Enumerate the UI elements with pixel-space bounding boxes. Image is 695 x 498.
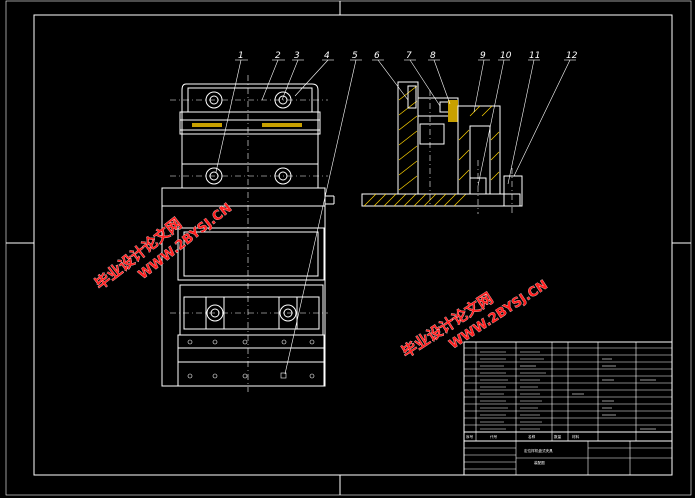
sheet-outer-border — [5, 0, 692, 496]
header-qty: 数量 — [554, 434, 562, 439]
callout-4: 4 — [324, 51, 330, 61]
drawing-title: 定位样机盘式夹具 — [524, 448, 553, 453]
callout-5: 5 — [352, 51, 358, 61]
callout-leaders — [215, 59, 576, 375]
callout-10: 10 — [500, 51, 512, 61]
callout-12: 12 — [566, 51, 578, 61]
header-code: 代号 — [490, 434, 498, 439]
callout-11: 11 — [529, 51, 540, 61]
callout-1: 1 — [238, 51, 244, 61]
callout-3: 3 — [294, 51, 300, 61]
center-marks — [6, 1, 691, 495]
header-material: 材料 — [572, 434, 580, 439]
header-name: 名称 — [528, 434, 536, 439]
drawing-subtitle: 装配图 — [534, 460, 545, 465]
watermark-left: 毕业设计论文网 WWW.2BYSJ.CN — [91, 200, 235, 293]
parts-list: 序号 代号 名称 数量 材料 定位样机盘式夹具 装配图 — [463, 341, 673, 476]
callout-8: 8 — [430, 51, 436, 61]
callout-2: 2 — [275, 51, 281, 61]
front-view — [161, 75, 335, 392]
sheet-inner-border — [33, 14, 673, 476]
callout-9: 9 — [480, 51, 486, 61]
callout-6: 6 — [374, 51, 380, 61]
header-no: 序号 — [466, 434, 474, 439]
callout-7: 7 — [406, 51, 412, 61]
side-view — [361, 81, 523, 214]
callout-numbers: 1 2 3 4 5 6 7 8 9 10 11 12 — [238, 51, 578, 61]
parts-rows — [480, 351, 656, 430]
